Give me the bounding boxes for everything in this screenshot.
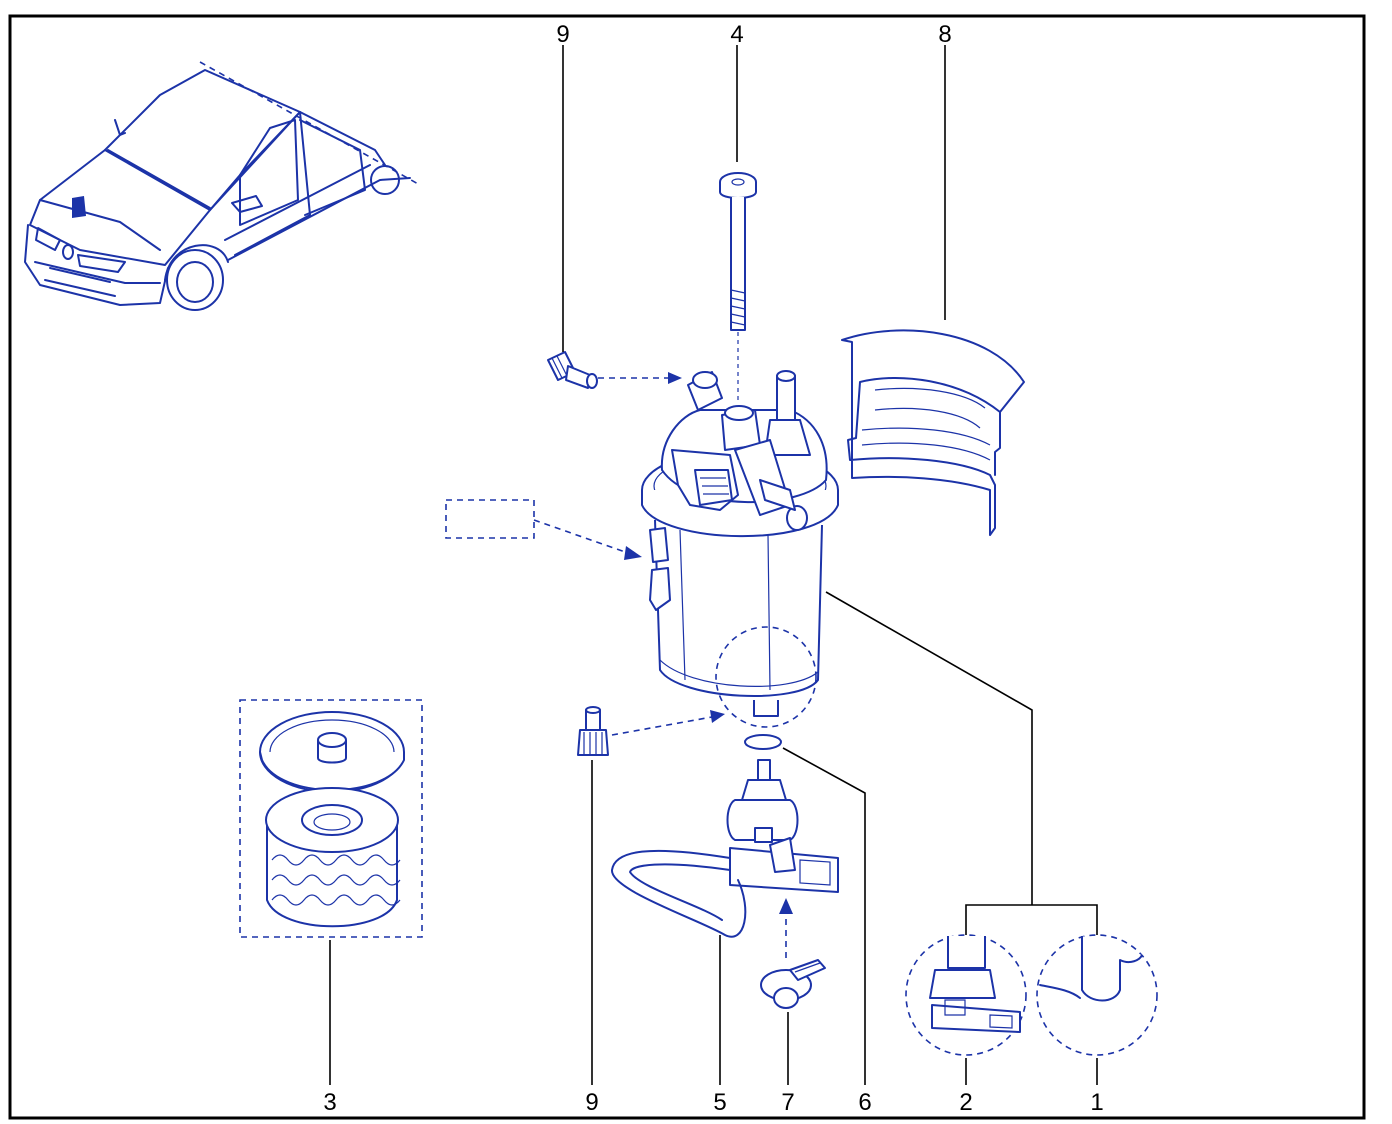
callout-7: 7 (781, 1089, 794, 1116)
water-sensor-harness (610, 759, 839, 938)
callout-8: 8 (938, 21, 951, 48)
callout-2: 2 (959, 1089, 972, 1116)
filter-cartridge (239, 699, 423, 938)
detail-circle-without-sensor (1036, 934, 1158, 1056)
callout-1: 1 (1090, 1089, 1103, 1116)
detail-circle-with-sensor (905, 934, 1027, 1056)
drain-plug (577, 706, 609, 756)
callout-3: 3 (323, 1089, 336, 1116)
filter-housing (641, 370, 839, 728)
reference-box (445, 499, 535, 539)
sensor-clip (760, 898, 826, 1009)
callout-4: 4 (730, 21, 743, 48)
callout-9-top: 9 (556, 21, 569, 48)
callout-6: 6 (858, 1089, 871, 1116)
housing-bolt (719, 172, 757, 400)
callout-9-bottom: 9 (585, 1089, 598, 1116)
callout-5: 5 (713, 1089, 726, 1116)
bleed-screw (547, 351, 598, 389)
o-ring-seal (744, 734, 782, 750)
diagram-frame (8, 14, 1366, 1120)
heat-shield (841, 329, 1025, 536)
car-illustration (24, 61, 421, 311)
leader-lines (329, 45, 1098, 1085)
